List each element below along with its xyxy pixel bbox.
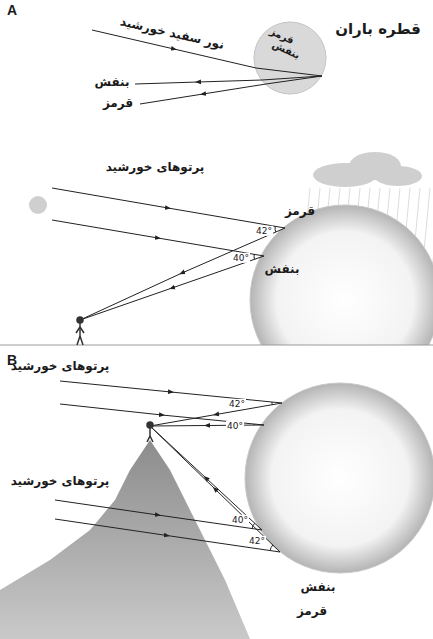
red-sight-line [80, 228, 285, 320]
ray-label: پرتوهای خورشید [11, 360, 110, 374]
raindrop-sphere [250, 205, 433, 345]
angle-label: 42° [228, 399, 246, 409]
angle-label: 42° [255, 226, 273, 236]
raindrop-sphere [245, 383, 433, 573]
mountain-panel [0, 381, 433, 639]
colour-label: بنفش [264, 263, 299, 277]
violet-sight-line [150, 425, 264, 426]
observer [76, 317, 84, 345]
drop-title: قطره باران [335, 21, 421, 38]
red-sight-line [150, 403, 282, 426]
ground-panel [0, 152, 433, 395]
angle-arc [254, 254, 255, 259]
ray-label: پرتوهای خورشید [11, 475, 110, 489]
angle-arc [270, 545, 273, 551]
panel-letter: A [7, 2, 17, 18]
cloud [313, 152, 422, 187]
colour-label: قرمز [297, 605, 327, 619]
sun [29, 196, 47, 214]
reflected-violet [262, 76, 322, 80]
observer [147, 422, 153, 442]
angle-label: 40° [232, 253, 250, 263]
colour-label: بنفش [94, 76, 129, 90]
sun-ray [52, 188, 285, 228]
ground-line [0, 345, 433, 346]
refracted-ray [256, 68, 322, 76]
angle-arc [252, 523, 255, 528]
reflected-red [266, 76, 322, 84]
sun-ray [60, 381, 282, 403]
ray-label: پرتوهای خورشید [106, 161, 205, 175]
red-ray [140, 84, 266, 104]
angle-arc [253, 424, 254, 425]
colour-label: بنفش [300, 581, 335, 595]
angle-arc [275, 226, 277, 232]
angle-label: 42° [248, 536, 266, 546]
ray-label: نور سفید خورشید [119, 15, 226, 52]
angle-label: 40° [226, 421, 244, 431]
colour-label: قرمز [285, 205, 315, 219]
red-sight-line [150, 426, 280, 552]
angle-label: 40° [231, 515, 249, 525]
mountain [0, 440, 250, 639]
raindrop [254, 22, 326, 94]
angle-arc [271, 402, 272, 405]
violet-sight-line [80, 256, 264, 320]
violet-ray [135, 80, 262, 84]
colour-label: قرمز [103, 97, 133, 111]
raindrop-panel [92, 22, 326, 104]
